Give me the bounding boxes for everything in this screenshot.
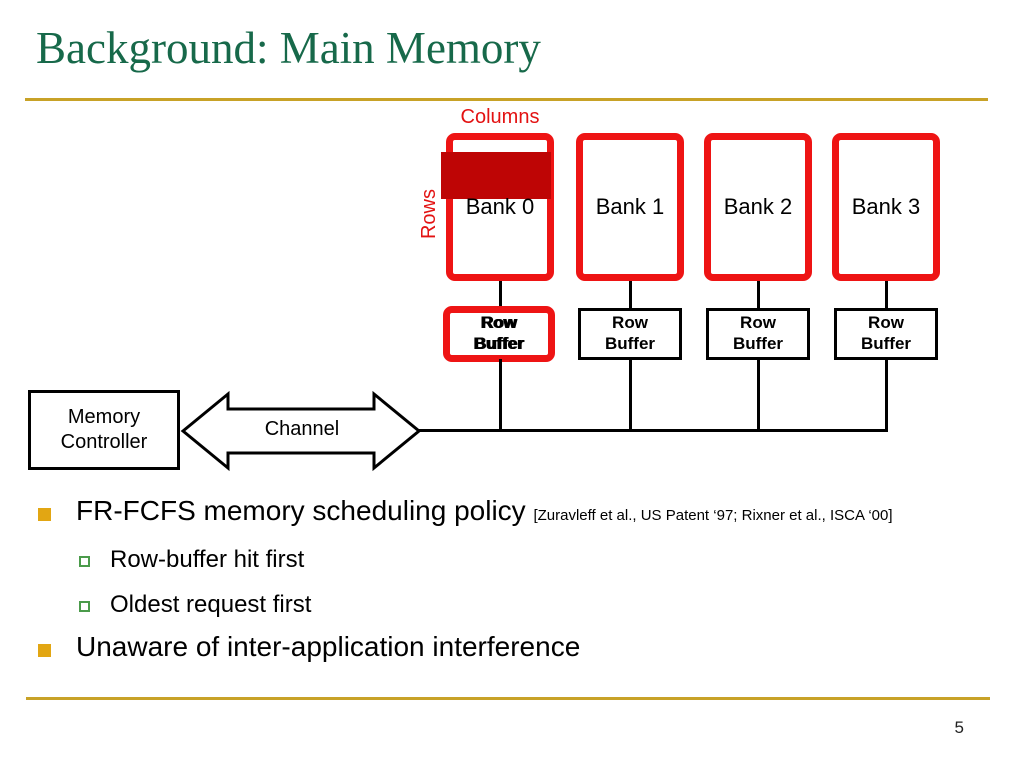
bank2-buffer-connector bbox=[757, 281, 760, 309]
bank-2-box: Bank 2 bbox=[704, 133, 812, 281]
row-buffer-label: Row Buffer bbox=[473, 313, 525, 353]
open-row-highlight bbox=[441, 152, 551, 199]
rows-label: Rows bbox=[418, 189, 440, 240]
channel-bus-line bbox=[418, 429, 888, 432]
row-buffer-0-highlighted: Row Buffer bbox=[443, 306, 555, 362]
bullet-square-icon bbox=[38, 644, 51, 657]
row-buffer-label: Row Buffer bbox=[860, 313, 912, 353]
sub-bullet-row-buffer-hit: Row-buffer hit first bbox=[110, 546, 305, 573]
bank-3-box: Bank 3 bbox=[832, 133, 940, 281]
bank-label: Bank 0 bbox=[465, 194, 535, 219]
buffer2-channel-connector bbox=[757, 359, 760, 431]
bank-1-box: Bank 1 bbox=[576, 133, 684, 281]
buffer0-channel-connector bbox=[499, 359, 502, 431]
bullet-item-unaware: Unaware of inter-application interferenc… bbox=[76, 631, 581, 662]
channel-double-arrow-icon bbox=[180, 390, 422, 472]
page-title: Background: Main Memory bbox=[36, 23, 541, 73]
sub-bullet-square-icon bbox=[79, 601, 90, 612]
page-number: 5 bbox=[954, 718, 964, 737]
row-buffer-3: Row Buffer bbox=[834, 308, 938, 360]
sub-bullet-oldest-request: Oldest request first bbox=[110, 591, 312, 618]
bullet-text: FR-FCFS memory scheduling policy bbox=[76, 495, 526, 526]
footer-divider-line bbox=[26, 697, 990, 700]
bullet-item-frfcfs: FR-FCFS memory scheduling policy [Zuravl… bbox=[76, 495, 893, 527]
columns-label: Columns bbox=[460, 106, 540, 128]
memory-controller-label: Memory Controller bbox=[60, 406, 148, 453]
row-buffer-label: Row Buffer bbox=[604, 313, 656, 353]
sub-bullet-square-icon bbox=[79, 556, 90, 567]
title-divider-line bbox=[25, 98, 988, 101]
buffer1-channel-connector bbox=[629, 359, 632, 431]
bank-label: Bank 1 bbox=[595, 194, 665, 219]
bank0-buffer-connector bbox=[499, 281, 502, 309]
citation-text: [Zuravleff et al., US Patent ‘97; Rixner… bbox=[533, 507, 893, 524]
bank-label: Bank 3 bbox=[851, 194, 921, 219]
memory-controller-box: Memory Controller bbox=[28, 390, 180, 470]
row-buffer-1: Row Buffer bbox=[578, 308, 682, 360]
bank1-buffer-connector bbox=[629, 281, 632, 309]
channel-label: Channel bbox=[264, 418, 340, 440]
bank3-buffer-connector bbox=[885, 281, 888, 309]
row-buffer-label: Row Buffer bbox=[732, 313, 784, 353]
row-buffer-2: Row Buffer bbox=[706, 308, 810, 360]
bullet-square-icon bbox=[38, 508, 51, 521]
buffer3-channel-connector bbox=[885, 359, 888, 431]
bank-0-box: Bank 0 bbox=[441, 133, 554, 281]
bank-label: Bank 2 bbox=[723, 194, 793, 219]
